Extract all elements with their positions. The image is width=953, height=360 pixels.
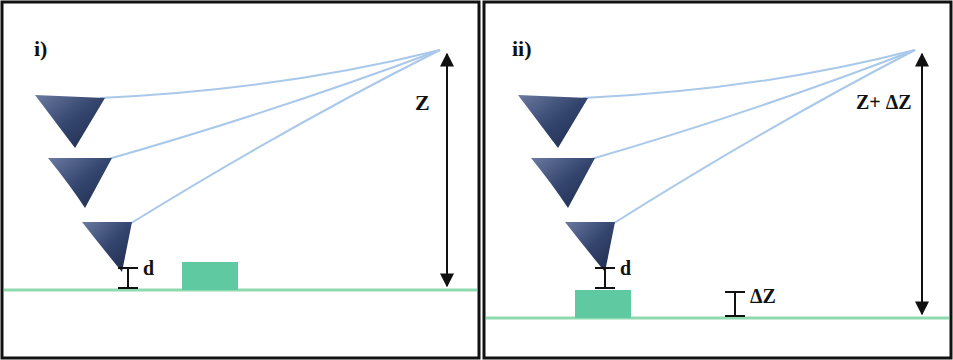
panel-frame	[2, 2, 479, 358]
panel-label: i)	[34, 38, 47, 60]
z-arrow	[446, 54, 448, 286]
panel-i	[4, 50, 477, 290]
dimension-label: ΔZ	[750, 286, 776, 306]
z-arrow	[921, 54, 923, 314]
laser-lines	[100, 50, 440, 225]
sample-step	[575, 290, 631, 318]
laser-lines	[583, 50, 915, 225]
surface-line	[4, 289, 477, 292]
cantilever-tips	[518, 95, 615, 272]
surface-line	[486, 317, 949, 320]
dz-bar	[725, 292, 745, 316]
panel-label: ii)	[512, 38, 532, 60]
cantilever-tips	[35, 95, 132, 272]
panel-ii	[486, 50, 949, 318]
dimension-label: d	[143, 258, 154, 278]
d-bar	[118, 268, 138, 288]
dimension-label: Z	[415, 92, 430, 114]
panel-frame	[484, 2, 951, 358]
dimension-label: d	[620, 258, 631, 278]
sample-step	[182, 262, 238, 290]
dimension-label: Z+ ΔZ	[856, 92, 912, 112]
d-bar	[595, 268, 615, 288]
